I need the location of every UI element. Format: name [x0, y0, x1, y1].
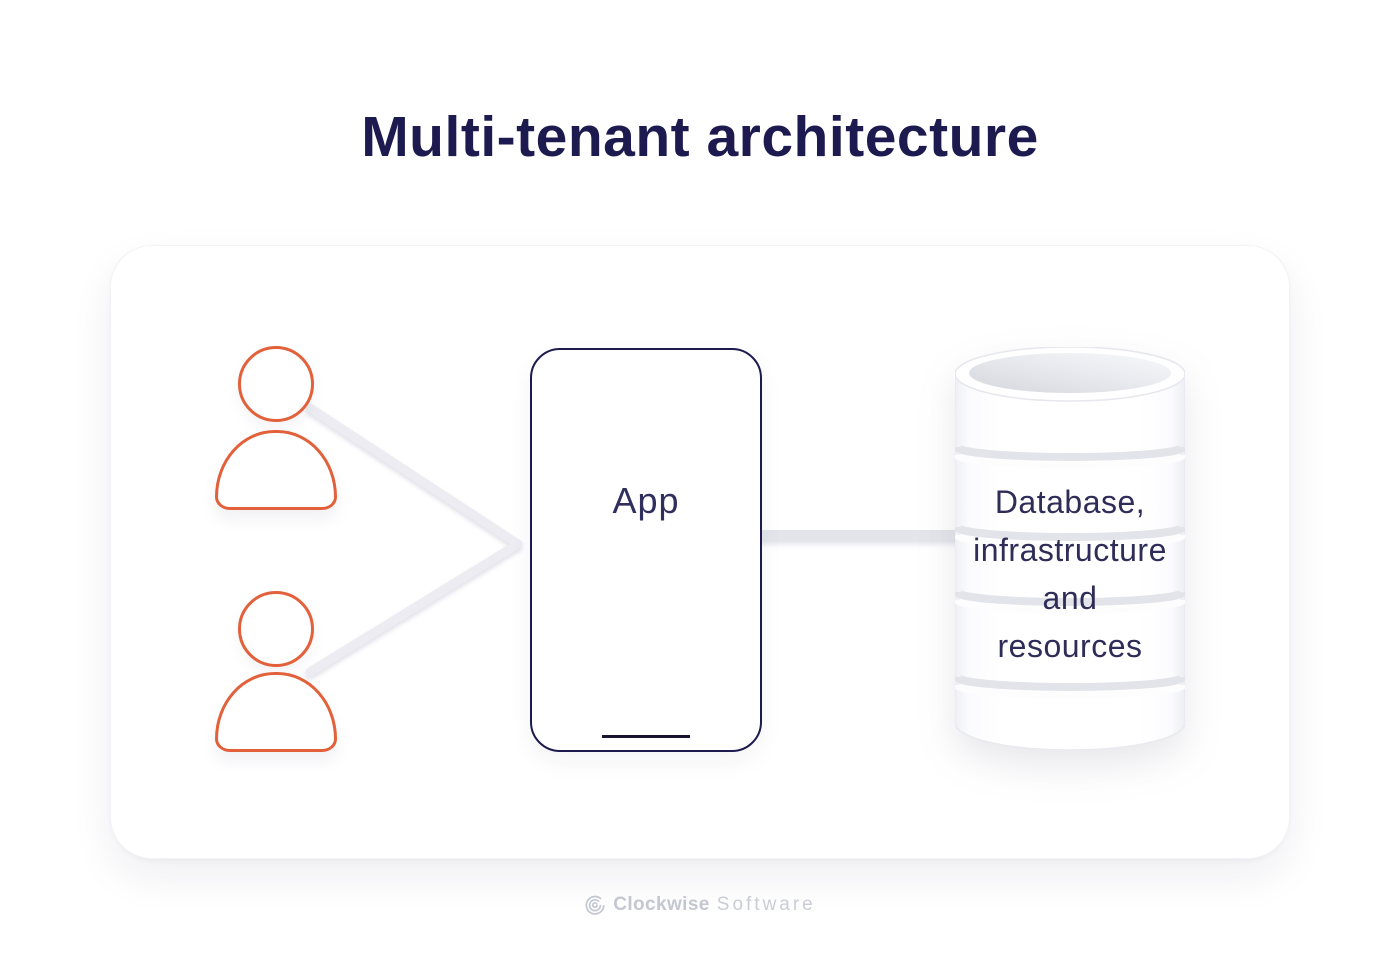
user-icon: [215, 591, 337, 752]
user-head-shape: [238, 346, 314, 422]
database-label-line: resources: [997, 628, 1143, 664]
app-database-connector: [760, 530, 960, 542]
user-body-shape: [215, 430, 337, 510]
user-head-shape: [238, 591, 314, 667]
brand-suffix: Software: [716, 894, 816, 915]
database-label-line: and: [1042, 580, 1098, 616]
smartphone-frame-icon: App: [530, 348, 762, 752]
brand-name: Clockwise: [613, 894, 710, 915]
home-indicator-bar: [602, 735, 690, 738]
clockwise-logo-icon: [585, 895, 605, 915]
database-cylinder-icon: [955, 347, 1185, 750]
database-label-line: infrastructure: [973, 532, 1167, 568]
database-label-line: Database,: [994, 484, 1146, 520]
database-label: Database, infrastructure and resources: [955, 347, 1185, 750]
database-node: Database, infrastructure and resources: [955, 347, 1185, 750]
brand-footer: Clockwise Software: [0, 894, 1400, 916]
user-body-shape: [215, 672, 337, 752]
page-title: Multi-tenant architecture: [361, 105, 1039, 169]
app-node-label: App: [612, 480, 680, 521]
user-icon: [215, 346, 337, 510]
